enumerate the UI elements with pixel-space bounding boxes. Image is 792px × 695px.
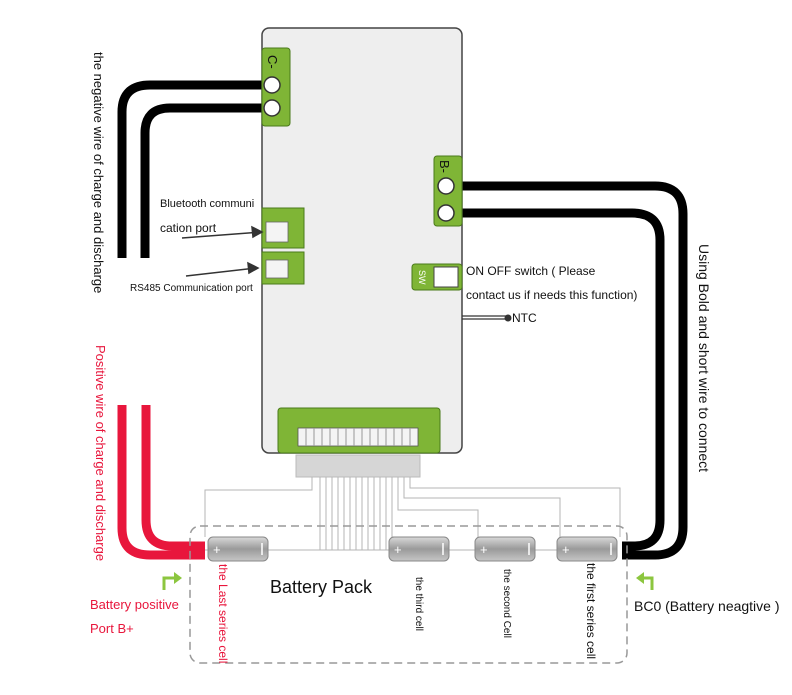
svg-text:+: + bbox=[480, 542, 488, 557]
rs485-label: RS485 Communication port bbox=[130, 283, 253, 294]
switch-label-line1: ON OFF switch ( Please bbox=[466, 264, 596, 278]
cell-third: + bbox=[388, 536, 450, 562]
green-arrows bbox=[162, 572, 654, 590]
svg-text:+: + bbox=[394, 542, 402, 557]
switch-label: SW bbox=[417, 270, 427, 285]
ntc-probe bbox=[462, 314, 512, 322]
cell-last: + bbox=[207, 536, 269, 562]
battery-pack-title: Battery Pack bbox=[270, 577, 373, 597]
negative-wires-left bbox=[117, 80, 270, 258]
cell-first: + bbox=[556, 536, 618, 562]
negative-wires-right bbox=[444, 181, 688, 560]
b-minus-label: B- bbox=[437, 160, 452, 173]
positive-wire-label: Positive wire of charge and discharge bbox=[93, 345, 108, 562]
bc0-label: BC0 (Battery neagtive ) bbox=[634, 598, 780, 614]
bluetooth-label-line1: Bluetooth communi bbox=[160, 198, 255, 210]
first-cell-label: the first series cell bbox=[584, 563, 598, 660]
positive-wires bbox=[117, 405, 205, 560]
cells: + + + + bbox=[207, 536, 618, 562]
bold-wire-label: Using Bold and short wire to connect bbox=[696, 244, 712, 473]
c-minus-hole-1 bbox=[263, 76, 281, 94]
pointer-arrows bbox=[181, 225, 264, 277]
bluetooth-label-line2: cation port bbox=[160, 221, 217, 235]
cell-second: + bbox=[474, 536, 536, 562]
b-minus-hole-1 bbox=[437, 177, 455, 195]
third-cell-label: the third cell bbox=[413, 577, 424, 631]
ntc-label: NTC bbox=[512, 311, 537, 325]
balance-harness bbox=[204, 454, 621, 551]
c-minus-label: C- bbox=[265, 55, 280, 69]
battery-positive-line2: Port B+ bbox=[90, 621, 134, 636]
last-cell-label: the Last series cell bbox=[216, 564, 230, 664]
battery-positive-line1: Battery positive bbox=[90, 597, 179, 612]
svg-text:+: + bbox=[213, 542, 221, 557]
switch-label-line2: contact us if needs this function) bbox=[466, 288, 638, 302]
bms-board bbox=[261, 27, 463, 454]
negative-wire-label: the negative wire of charge and discharg… bbox=[91, 52, 106, 294]
c-minus-hole-2 bbox=[263, 99, 281, 117]
second-cell-label: the second Cell bbox=[501, 569, 512, 638]
svg-text:+: + bbox=[562, 542, 570, 557]
b-minus-hole-2 bbox=[437, 204, 455, 222]
battery-pack-outline bbox=[189, 525, 628, 664]
